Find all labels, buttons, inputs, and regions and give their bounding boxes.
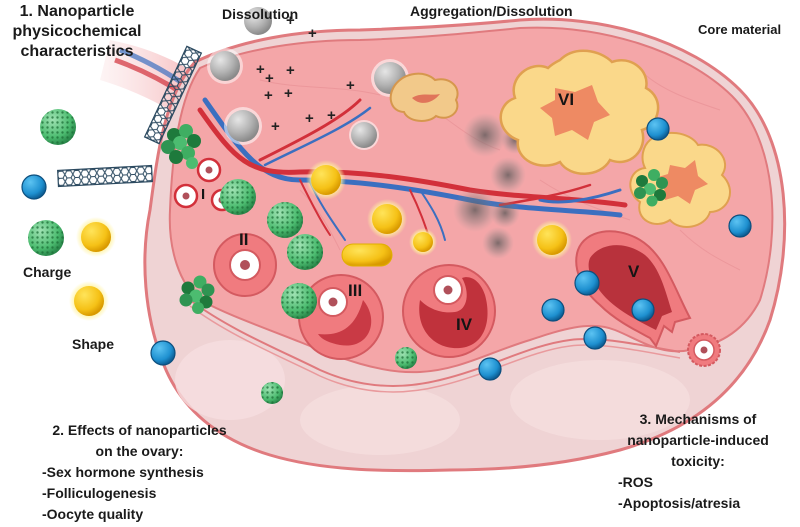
section2-block: 2. Effects of nanoparticles on the ovary…: [42, 420, 237, 525]
section2-item: -Oocyte quality: [42, 506, 144, 522]
aggregation-clusters: [453, 113, 529, 259]
section3-item: -ROS: [618, 474, 653, 490]
ion-plus-sign: +: [286, 12, 295, 29]
green-aggregates: [161, 124, 668, 314]
section2-heading-line: on the ovary:: [95, 443, 184, 459]
stage-label-iii: III: [348, 281, 363, 300]
charge-label: Charge: [23, 264, 72, 280]
ion-plus-sign: +: [265, 70, 274, 87]
green-cluster-3: [634, 169, 668, 207]
section1-line: characteristics: [20, 43, 134, 60]
section2-heading-line: 2. Effects of nanoparticles: [52, 422, 227, 438]
green-nanoparticles: [28, 109, 417, 404]
released-oocyte: [687, 333, 721, 367]
section1-line: physicochemical: [12, 23, 142, 40]
carbon-nanotube-horizontal: [57, 164, 153, 188]
stage-label-i: I: [201, 186, 206, 203]
ion-plus-sign: +: [327, 107, 336, 124]
section2-item: -Sex hormone synthesis: [42, 464, 204, 480]
ion-plus-sign: +: [346, 77, 355, 94]
blue-nanoparticles: [21, 117, 752, 381]
gold-nanoparticles: [69, 160, 572, 321]
section1-line: 1. Nanoparticle: [19, 3, 135, 20]
stage-label-iv: IV: [456, 315, 473, 334]
follicle-primary: [213, 233, 277, 297]
section3-block: 3. Mechanisms of nanoparticle-induced to…: [618, 409, 778, 514]
shape-label: Shape: [72, 336, 115, 352]
section3-item: -Apoptosis/atresia: [618, 495, 741, 511]
section2-list: -Sex hormone synthesis -Folliculogenesis…: [42, 462, 237, 525]
corpus-albicans: [389, 72, 459, 122]
follicle-secondary: [298, 274, 384, 360]
core-material-label: Core material: [698, 22, 782, 37]
ion-plus-sign: +: [264, 87, 273, 104]
dissolution-label: Dissolution: [222, 6, 299, 22]
carbon-nanotube-diagonal: [143, 45, 203, 145]
section2-item: -Folliculogenesis: [42, 485, 157, 501]
section3-list: -ROS -Apoptosis/atresia: [618, 472, 778, 514]
ion-plus-sign: +: [305, 110, 314, 127]
ion-plus-sign: +: [284, 85, 293, 102]
green-cluster-1: [161, 124, 201, 169]
ion-plus-sign: +: [286, 62, 295, 79]
stage-label-vi: VI: [558, 90, 575, 109]
green-cluster-2: [179, 275, 215, 314]
section3-heading-line: 3. Mechanisms of: [639, 411, 757, 427]
section1-heading: 1. Nanoparticle physicochemical characte…: [2, 2, 152, 62]
section3-heading-line: toxicity:: [671, 453, 725, 469]
follicle-antral: [402, 264, 496, 358]
section3-heading: 3. Mechanisms of nanoparticle-induced to…: [618, 409, 778, 472]
aggregation-dissolution-label: Aggregation/Dissolution: [410, 3, 573, 19]
gold-nanorod: [341, 243, 393, 267]
section3-heading-line: nanoparticle-induced: [627, 432, 769, 448]
stage-label-v: V: [628, 262, 640, 281]
grey-nanoparticles: [207, 7, 409, 150]
corpus-luteum-vi: [499, 49, 660, 175]
ion-plus-sign: +: [308, 25, 317, 42]
ion-plus-sign: +: [271, 118, 280, 135]
ion-plus-sign: +: [256, 61, 265, 78]
section2-heading: 2. Effects of nanoparticles on the ovary…: [42, 420, 237, 462]
stage-label-ii: II: [239, 230, 249, 249]
